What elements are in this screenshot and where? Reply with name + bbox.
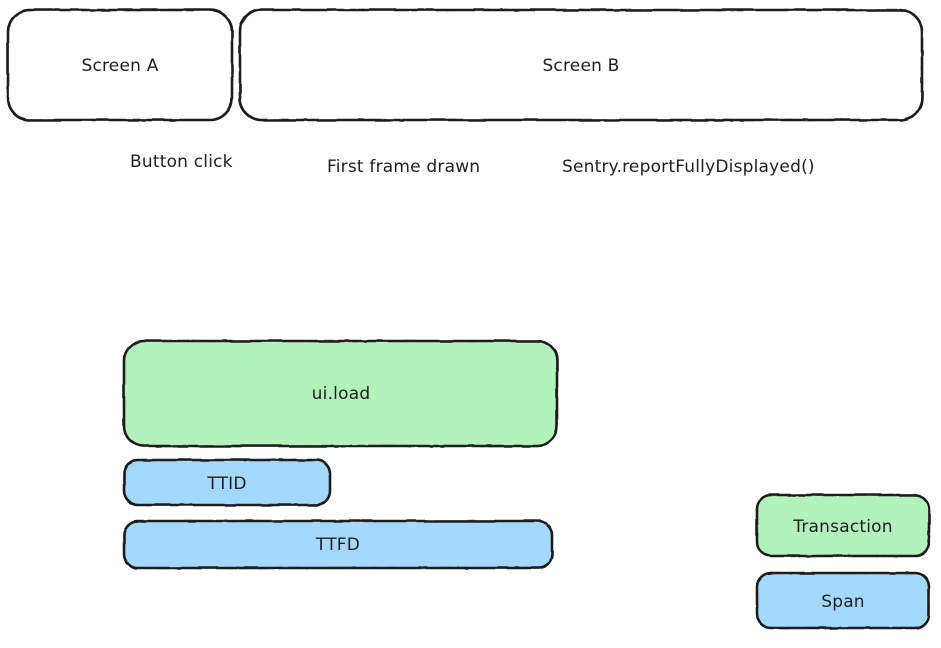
bar-ui-load[interactable] [122,339,559,448]
screen-box-screen-b[interactable] [238,8,924,122]
screen-box-screen-a[interactable] [6,8,234,122]
legend-swatch-transaction [755,493,931,558]
bar-ttid[interactable] [122,458,332,507]
legend-swatch-span [755,571,931,630]
bar-ttfd[interactable] [122,519,554,570]
